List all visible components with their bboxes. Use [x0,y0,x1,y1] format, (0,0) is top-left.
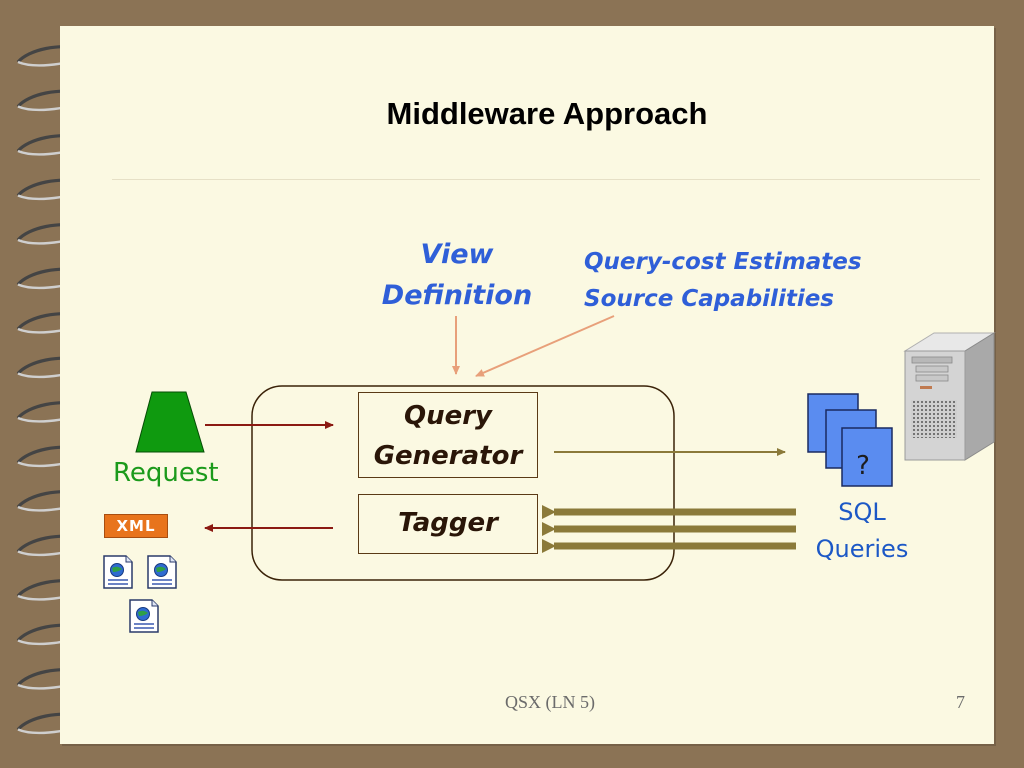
question-mark-label: ? [856,451,870,481]
view-definition-label: View Definition [372,234,542,316]
query-generator-line-2: Generator [373,441,523,471]
title-divider [112,179,980,180]
sql-queries-line-1: SQL [838,498,886,526]
slide-page [60,26,994,744]
xml-badge-icon: XML [104,514,168,538]
query-generator-box: Query Generator [358,392,538,478]
sql-queries-label: SQL Queries [804,494,920,568]
view-definition-line-2: Definition [381,280,533,311]
query-cost-line-1: Query-cost Estimates [584,249,862,275]
xml-document-icon [147,555,177,589]
sql-queries-line-2: Queries [815,535,909,563]
xml-document-icon [103,555,133,589]
query-cost-line-2: Source Capabilities [584,286,834,312]
request-label: Request [113,458,219,488]
xml-document-icon [129,599,159,633]
slide-title: Middleware Approach [386,96,708,131]
view-definition-line-1: View [420,239,494,270]
tagger-box: Tagger [358,494,538,554]
page-number: 7 [956,692,965,712]
query-generator-line-1: Query [403,401,493,431]
query-cost-label: Query-cost Estimates Source Capabilities [584,244,862,318]
slide-footer: QSX (LN 5) [505,692,595,712]
